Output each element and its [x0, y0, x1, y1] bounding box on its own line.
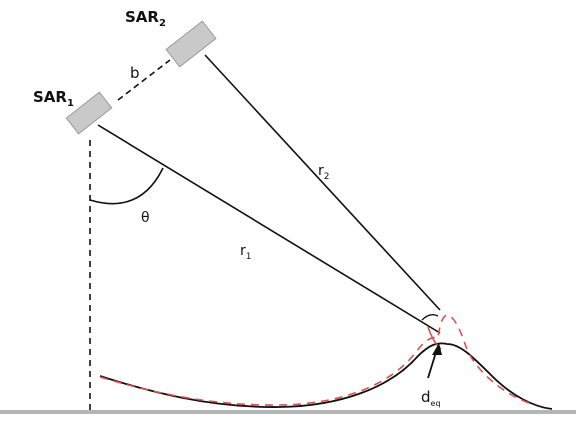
- r2-label: r2: [318, 163, 330, 182]
- terrain-profile-true: [99, 342, 553, 410]
- sar-2-label: SAR2: [125, 8, 166, 29]
- look-angle-arc: [89, 167, 164, 205]
- terrain-profile-estimate: [99, 314, 536, 406]
- r1-label-base: r: [240, 243, 246, 259]
- theta-label: θ: [141, 210, 150, 226]
- r1-label-sub: 1: [246, 252, 252, 262]
- sar-2-satellite-icon: [165, 20, 217, 68]
- r2-label-sub: 2: [324, 172, 330, 182]
- sar-1-label: SAR1: [33, 88, 74, 109]
- ground-line: [0, 410, 576, 414]
- range-line-r1: [97, 124, 441, 334]
- r1-label: r1: [240, 243, 252, 262]
- sar-2-label-base: SAR: [125, 8, 159, 26]
- baseline-label: b: [130, 64, 140, 82]
- deformation-label-base: d: [421, 388, 431, 406]
- sar-2-label-sub: 2: [159, 18, 166, 29]
- range-line-r2: [204, 54, 441, 311]
- sar-1-label-base: SAR: [33, 88, 67, 106]
- sar-1-label-sub: 1: [67, 98, 74, 109]
- r2-label-base: r: [318, 163, 324, 179]
- sar-1-satellite-icon: [65, 91, 113, 135]
- black-angle-arc: [421, 313, 439, 321]
- deformation-arrow-head: [432, 343, 442, 355]
- baseline-dashed-line: [117, 59, 171, 101]
- deformation-label: deq: [421, 388, 441, 408]
- deformation-label-sub: eq: [431, 399, 441, 408]
